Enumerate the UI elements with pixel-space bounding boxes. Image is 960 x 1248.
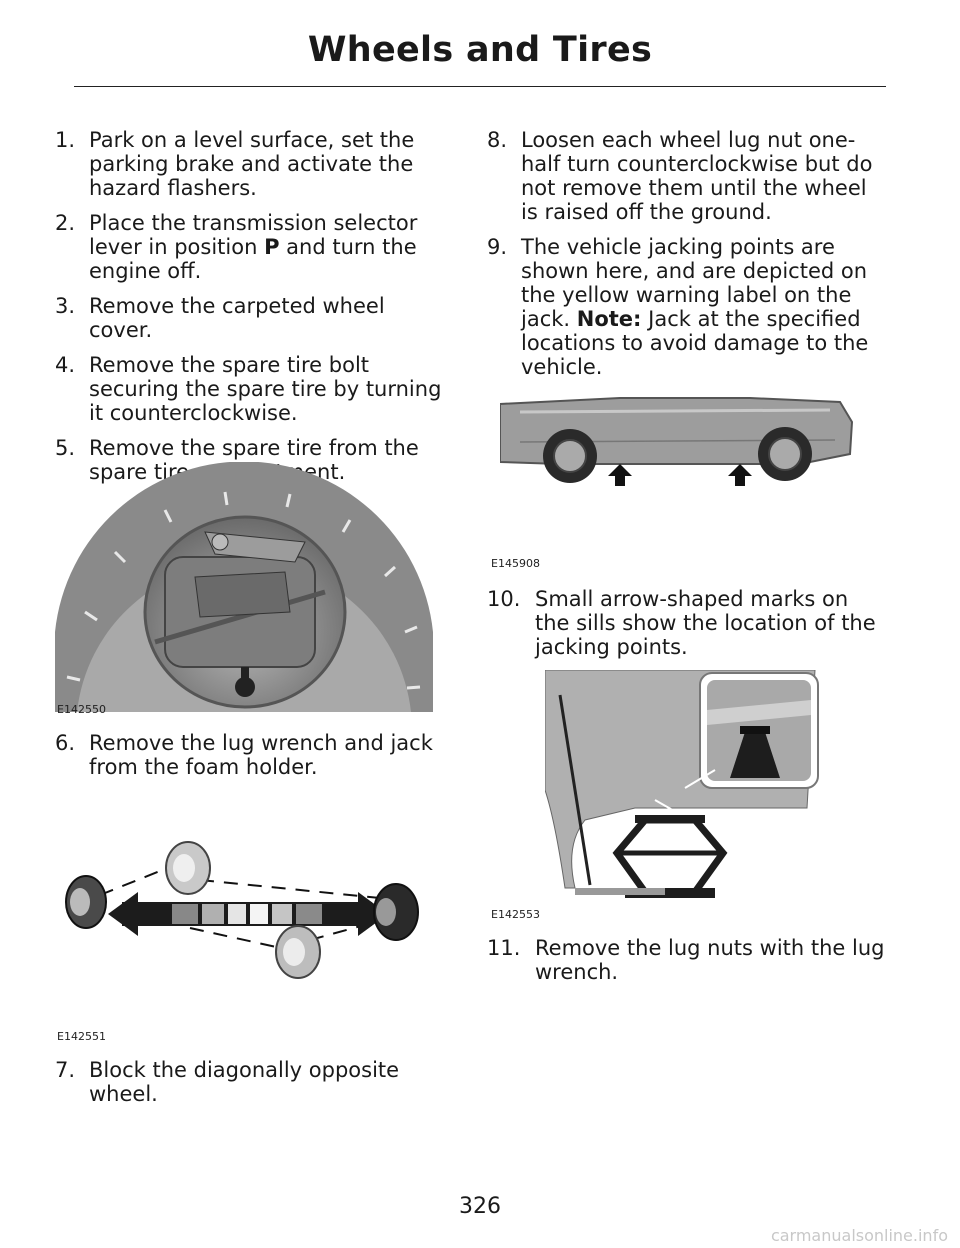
step-1: 1.Park on a level surface, set the parki… [55,128,415,200]
page-title: Wheels and Tires [307,30,653,70]
jack-point-illustration [544,669,820,906]
right-steps-group-2: 10.Small arrow-shaped marks on the sills… [487,587,887,659]
step-8: 8.Loosen each wheel lug nut one-half tur… [487,128,873,224]
step-10: 10.Small arrow-shaped marks on the sills… [487,587,876,659]
left-steps-group-2: 6.Remove the lug wrench and jack from th… [55,731,450,779]
figure-code-wheel-chock: E142551 [57,1030,106,1043]
wheel-chock-illustration [60,840,430,994]
step-9: 9.The vehicle jacking points are shown h… [487,235,869,379]
step-11: 11.Remove the lug nuts with the lug wren… [487,936,885,984]
right-steps-group-1: 8.Loosen each wheel lug nut one-half tur… [487,128,887,379]
page-number: 326 [459,1194,501,1219]
step-4: 4.Remove the spare tire bolt securing th… [55,353,442,425]
right-steps-group-3: 11.Remove the lug nuts with the lug wren… [487,936,887,984]
watermark: carmanualsonline.info [770,1226,948,1245]
header-rule [74,86,886,87]
step-6: 6.Remove the lug wrench and jack from th… [55,731,433,779]
spare-tire-illustration [55,461,433,716]
step-2: 2.Place the transmission selector lever … [55,211,418,283]
left-steps-group-3: 7.Block the diagonally opposite wheel. [55,1058,450,1106]
vehicle-jacking-points-illustration [499,392,856,496]
figure-code-vehicle-side: E145908 [491,557,540,570]
figure-code-jack-point: E142553 [491,908,540,921]
step-7: 7.Block the diagonally opposite wheel. [55,1058,400,1106]
left-steps-group-1: 1.Park on a level surface, set the parki… [55,128,450,484]
step-3: 3.Remove the carpeted wheel cover. [55,294,385,342]
figure-code-spare-tire: E142550 [57,703,106,716]
